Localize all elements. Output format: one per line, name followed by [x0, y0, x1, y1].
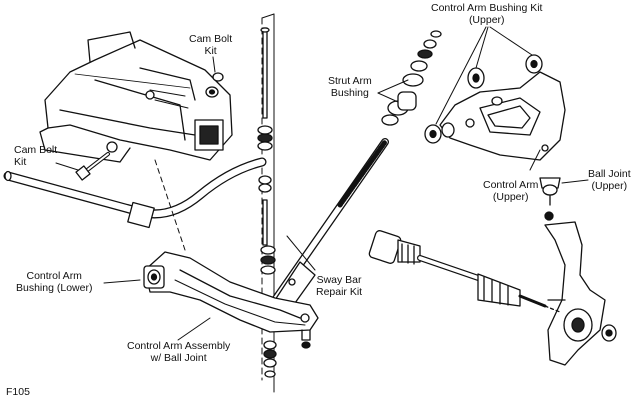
- cam-bolt-left-part: [75, 152, 110, 181]
- label-strut-arm-bushing: Strut Arm Bushing: [328, 75, 372, 99]
- upper-ball-joint: [539, 177, 561, 221]
- figure-id: F105: [6, 386, 30, 398]
- leader-strut-bushing-1: [377, 92, 399, 103]
- leader-control-arm-assembly: [177, 317, 211, 341]
- label-line: Strut Arm: [328, 75, 372, 87]
- label-line: Kit: [14, 156, 27, 168]
- leader-bushing-kit-1: [475, 26, 489, 69]
- upper-arm-bushings: [424, 54, 543, 144]
- leader-cam-bolt-left: [55, 162, 79, 171]
- label-control-arm-upper: Control Arm (Upper): [483, 179, 538, 203]
- label-line: Sway Bar: [316, 274, 362, 286]
- label-line: (Upper): [468, 14, 505, 26]
- label-line: w/ Ball Joint: [150, 352, 207, 364]
- label-line: Control Arm Assembly: [127, 340, 231, 352]
- leader-bushing-kit-3: [435, 26, 487, 125]
- cv-axle: [368, 230, 561, 313]
- strut-arm-bushing-stack: [381, 30, 442, 126]
- sway-bar-link-stack: [257, 27, 277, 378]
- label-control-arm-assembly: Control Arm Assembly w/ Ball Joint: [127, 340, 230, 364]
- leader-strut-bushing-2: [377, 79, 409, 94]
- label-line: (Upper): [492, 191, 529, 203]
- leader-ball-joint: [561, 179, 589, 184]
- label-line: Control Arm: [26, 270, 82, 282]
- label-line: Control Arm Bushing Kit: [431, 2, 543, 14]
- frame-bracket: [39, 31, 233, 163]
- label-ball-joint-upper: Ball Joint (Upper): [588, 168, 631, 192]
- label-line: Bushing (Lower): [16, 282, 93, 294]
- label-line: Repair Kit: [316, 286, 363, 298]
- label-control-arm-bushing-kit-upper: Control Arm Bushing Kit (Upper): [431, 2, 542, 26]
- sway-bar: [3, 157, 267, 229]
- label-line: (Upper): [591, 180, 628, 192]
- label-line: Ball Joint: [588, 168, 631, 180]
- label-line: Cam Bolt: [14, 144, 58, 156]
- leader-control-arm-upper: [529, 149, 541, 171]
- label-line: Control Arm: [483, 179, 539, 191]
- upper-control-arm: [439, 71, 566, 161]
- leader-bushing-kit-2: [489, 26, 533, 56]
- leader-cam-bolt-top: [212, 56, 216, 73]
- leader-control-arm-bushing-lower: [103, 279, 141, 284]
- leader-sway-bar-repair: [286, 235, 316, 271]
- label-sway-bar-repair-kit: Sway Bar Repair Kit: [316, 274, 362, 298]
- label-line: Bushing: [330, 87, 369, 99]
- cam-bolt-kit-top-parts: [205, 72, 224, 98]
- alignment-axis-bracket: [261, 13, 275, 19]
- label-cam-bolt-kit-top: Cam Bolt Kit: [189, 33, 232, 57]
- label-line: Cam Bolt: [189, 33, 233, 45]
- label-control-arm-bushing-lower: Control Arm Bushing (Lower): [16, 270, 92, 294]
- label-cam-bolt-kit-left: Cam Bolt Kit: [14, 144, 57, 168]
- steering-knuckle: [544, 221, 617, 366]
- lower-control-arm: [143, 251, 319, 349]
- label-line: Kit: [204, 45, 217, 57]
